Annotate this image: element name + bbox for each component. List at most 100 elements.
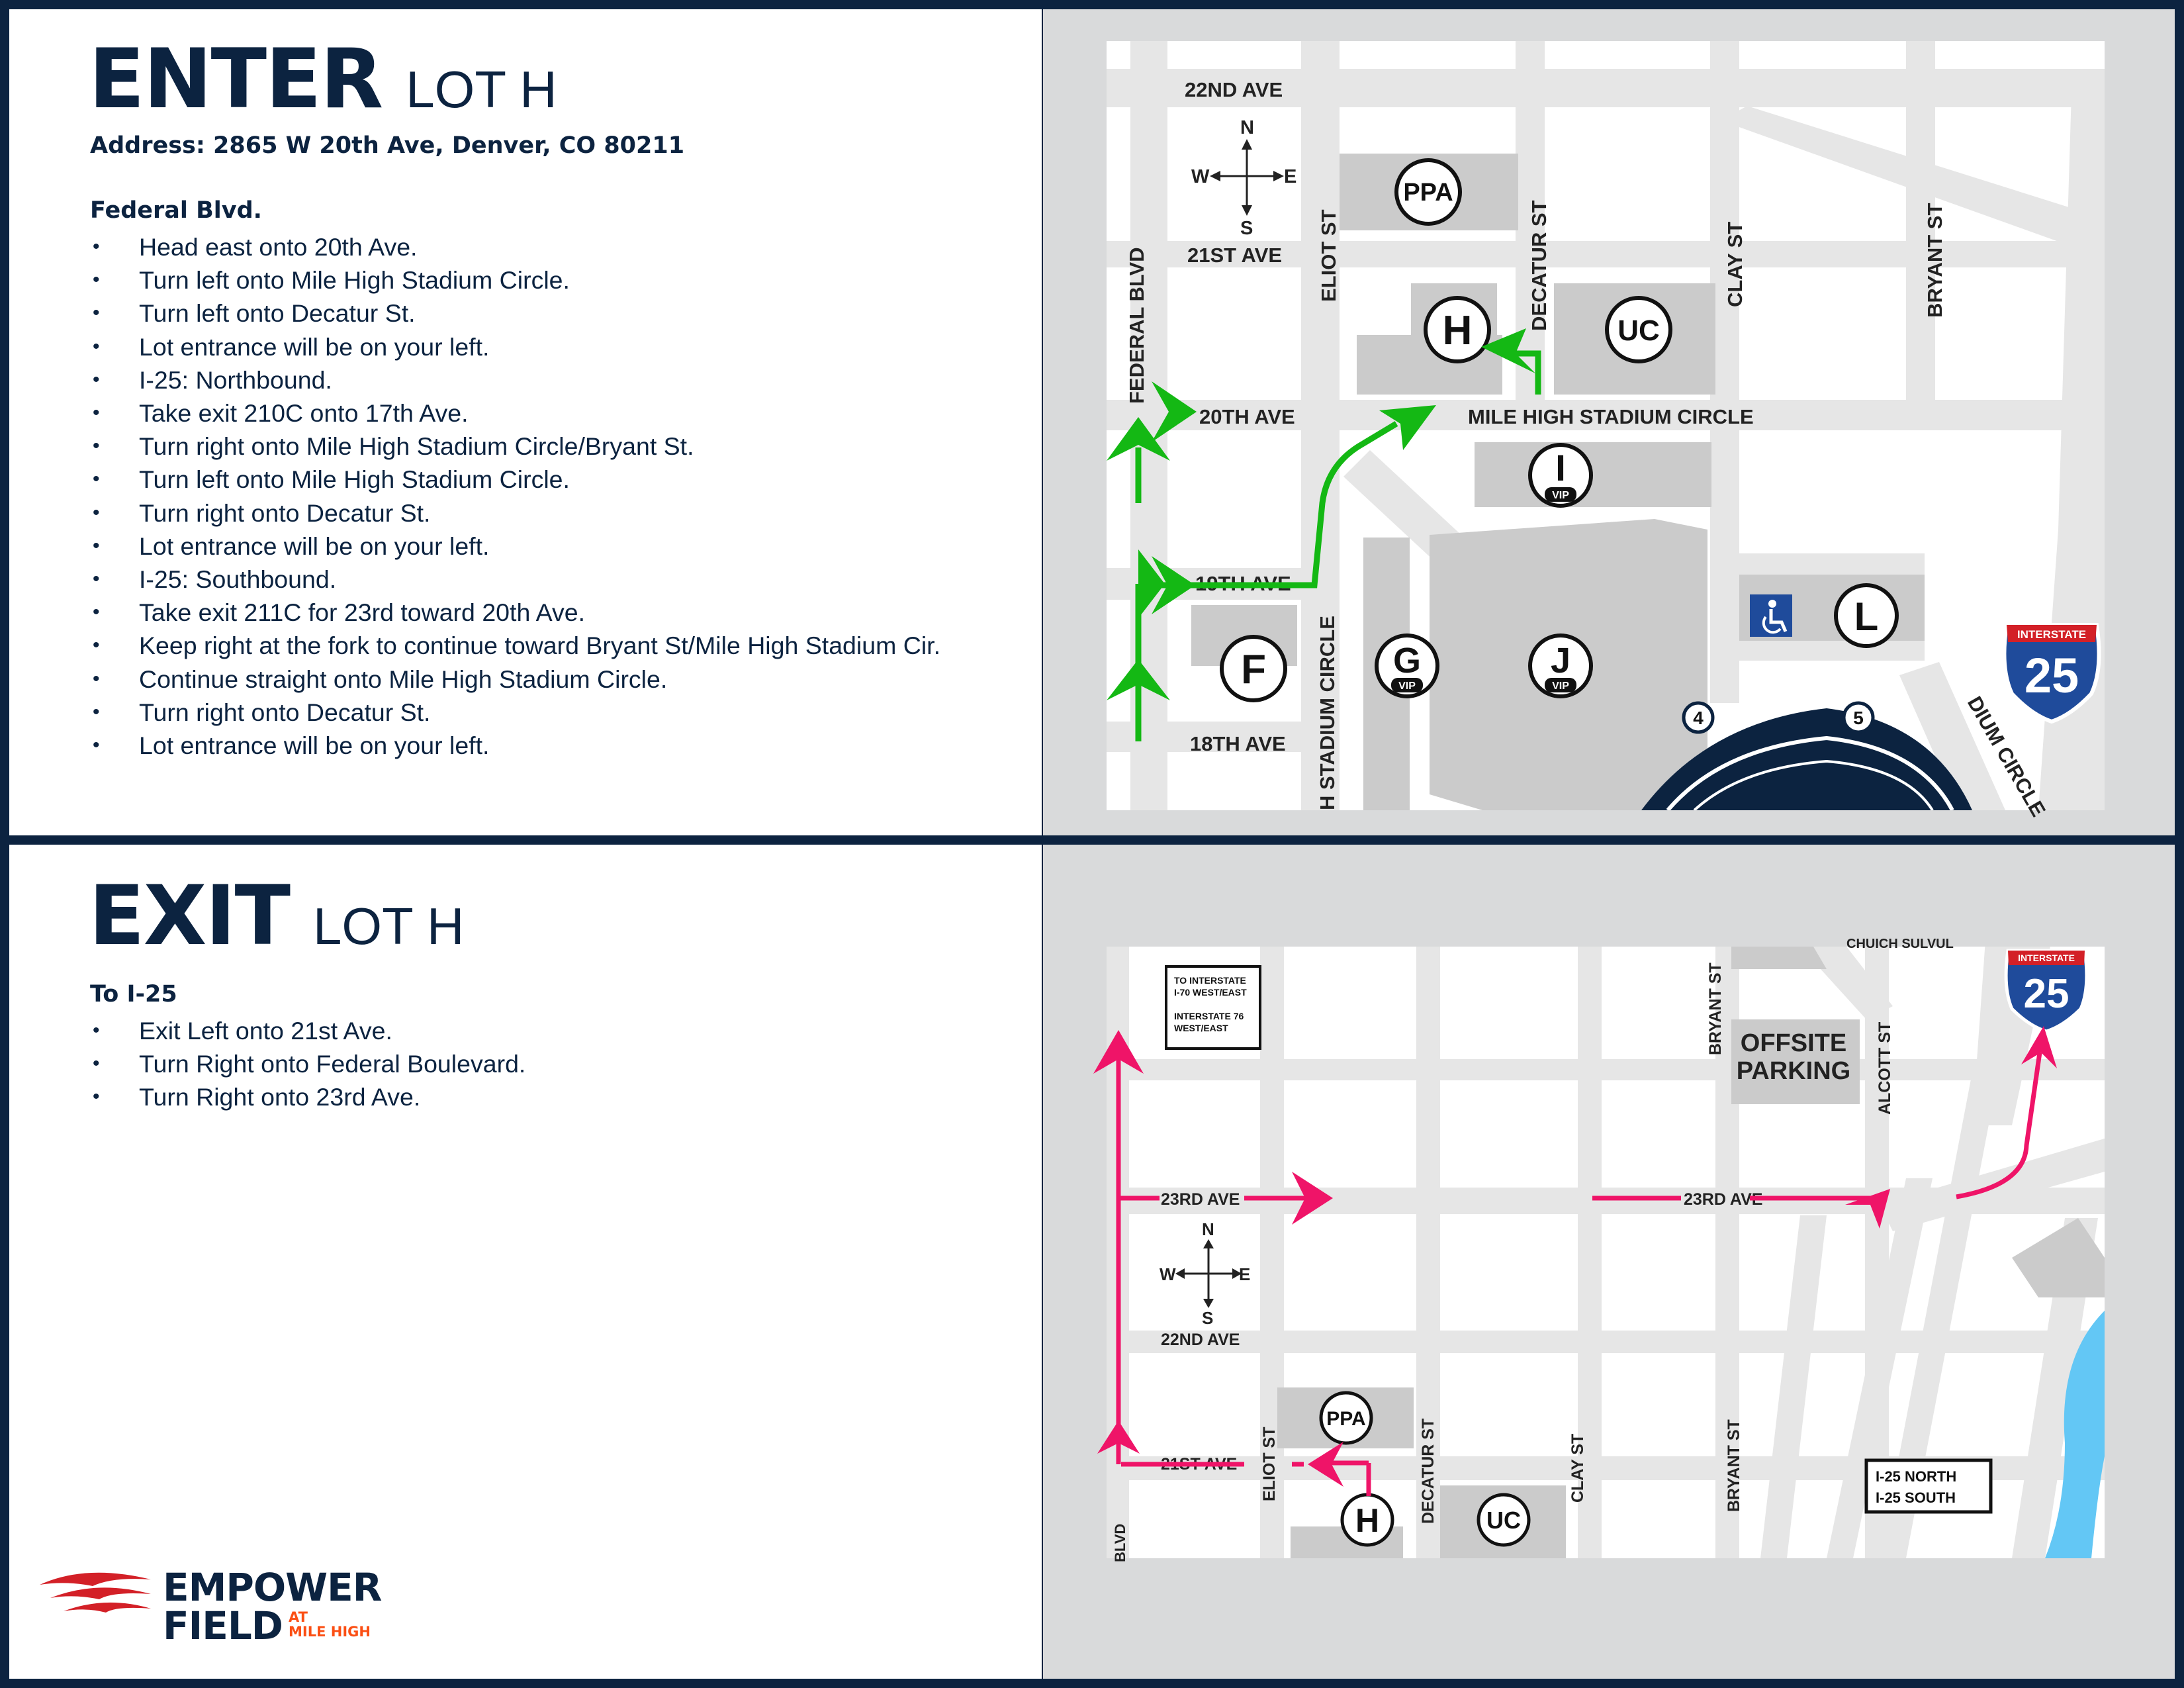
logo-at: AT	[289, 1609, 308, 1625]
svg-text:PARKING: PARKING	[1737, 1057, 1850, 1085]
exit-step: Turn Right onto Federal Boulevard.	[90, 1047, 973, 1080]
svg-text:H: H	[1443, 308, 1473, 353]
street-label: CLAY ST	[1569, 1434, 1587, 1503]
svg-text:INTERSTATE 76: INTERSTATE 76	[1174, 1011, 1244, 1021]
street-label: 22ND AVE	[1185, 78, 1283, 101]
enter-directions-panel: ENTER LOT H Address: 2865 W 20th Ave, De…	[9, 9, 1042, 835]
enter-step: Turn right onto Mile High Stadium Circle…	[90, 430, 973, 463]
svg-text:OFFSITE: OFFSITE	[1741, 1029, 1846, 1057]
street-label: 20TH AVE	[1199, 405, 1295, 428]
enter-step: I-25: Northbound.	[90, 363, 973, 397]
stadium-bowl	[1641, 708, 1972, 810]
svg-text:S: S	[1240, 218, 1253, 239]
flag-stripes-icon	[40, 1572, 151, 1613]
street-label: CHUICH SULVUL	[1846, 937, 1954, 951]
enter-step: Take exit 210C onto 17th Ave.	[90, 397, 973, 430]
street-label: CLAY ST	[1723, 222, 1747, 307]
panel-divider	[0, 835, 2184, 845]
lot-h-marker: H	[1424, 296, 1491, 363]
logo-line-1: EMPOWER	[163, 1565, 382, 1610]
enter-lot-markers: PPA H UC I VIP F	[1220, 158, 1899, 734]
lot-i-marker: I VIP	[1528, 443, 1593, 508]
svg-text:E: E	[1284, 166, 1297, 187]
svg-text:E: E	[1239, 1264, 1250, 1284]
street-label: 22ND AVE	[1161, 1331, 1240, 1349]
lot-ppa-marker: PPA	[1394, 158, 1462, 226]
empower-field-logo: EMPOWER FIELD AT MILE HIGH	[33, 1562, 404, 1648]
street-label: H STADIUM CIRCLE	[1316, 616, 1339, 810]
street-label: ELIOT ST	[1260, 1427, 1279, 1502]
enter-step: Turn left onto Mile High Stadium Circle.	[90, 463, 973, 496]
svg-text:VIP: VIP	[1552, 490, 1569, 501]
svg-text:W: W	[1191, 166, 1210, 187]
svg-text:VIP: VIP	[1552, 680, 1569, 692]
svg-text:F: F	[1241, 647, 1266, 692]
exit-step: Turn Right onto 23rd Ave.	[90, 1080, 973, 1113]
svg-text:H: H	[1355, 1502, 1379, 1539]
logo-line-2: FIELD	[163, 1603, 283, 1648]
exit-title: EXIT	[89, 868, 291, 964]
lot-g-marker: G VIP	[1375, 633, 1439, 698]
street-label: ALCOTT ST	[1876, 1022, 1894, 1115]
compass-rose: N S W E	[1160, 1219, 1250, 1328]
exit-route	[1093, 1026, 2057, 1496]
exit-lot-name: LOT H	[313, 897, 465, 955]
svg-text:TO INTERSTATE: TO INTERSTATE	[1174, 975, 1246, 986]
lot-h-marker: H	[1340, 1493, 1394, 1547]
wheelchair-icon	[1750, 594, 1792, 637]
enter-lot-name: LOT H	[406, 60, 557, 118]
street-label: DECATUR ST	[1527, 200, 1551, 331]
enter-step: Turn left onto Decatur St.	[90, 297, 973, 330]
exit-lot-markers: PPA H UC	[1319, 1391, 1531, 1547]
enter-step: Lot entrance will be on your left.	[90, 330, 973, 363]
svg-text:VIP: VIP	[1398, 680, 1416, 692]
logo-mile-high: MILE HIGH	[289, 1624, 371, 1640]
enter-step: Lot entrance will be on your left.	[90, 729, 973, 762]
enter-step: Continue straight onto Mile High Stadium…	[90, 663, 973, 696]
offsite-parking-label: OFFSITE PARKING	[1737, 1029, 1850, 1085]
svg-text:INTERSTATE: INTERSTATE	[2018, 953, 2075, 963]
street-label: 23RD AVE	[1684, 1190, 1762, 1209]
interstate-shield-icon: INTERSTATE 25	[2002, 623, 2101, 724]
sign-i25-directions: I-25 NORTH I-25 SOUTH	[1864, 1458, 1993, 1514]
enter-step: Lot entrance will be on your left.	[90, 530, 973, 563]
enter-step: Take exit 211C for 23rd toward 20th Ave.	[90, 596, 973, 629]
street-label: 18TH AVE	[1190, 732, 1286, 755]
enter-step: Keep right at the fork to continue towar…	[90, 629, 953, 662]
svg-text:W: W	[1160, 1264, 1176, 1284]
svg-text:25: 25	[2024, 971, 2070, 1017]
svg-text:WEST/EAST: WEST/EAST	[1174, 1023, 1228, 1033]
street-label: BRYANT ST	[1923, 203, 1946, 318]
stadium-seats	[1666, 735, 1954, 810]
svg-text:S: S	[1202, 1308, 1213, 1328]
exit-directions-panel: EXIT LOT H To I-25 Exit Left onto 21st A…	[9, 845, 1042, 1679]
lot-uc-marker: UC	[1605, 296, 1672, 363]
enter-steps-list: Head east onto 20th Ave. Turn left onto …	[90, 230, 973, 762]
enter-step: Head east onto 20th Ave.	[90, 230, 973, 263]
street-label: BRYANT ST	[1706, 962, 1725, 1055]
lot-ppa-marker: PPA	[1319, 1391, 1373, 1445]
street-label: ELIOT ST	[1317, 209, 1340, 302]
sign-to-interstate: TO INTERSTATE I-70 WEST/EAST INTERSTATE …	[1165, 965, 1261, 1050]
svg-text:UC: UC	[1617, 314, 1660, 347]
svg-text:PPA: PPA	[1403, 179, 1453, 207]
svg-text:4: 4	[1693, 708, 1704, 728]
street-label: 23RD AVE	[1161, 1190, 1240, 1209]
exit-map-panel: 23RD AVE 23RD AVE 22ND AVE 21ST AVE ELIO…	[1043, 845, 2175, 1679]
svg-text:I: I	[1555, 447, 1566, 489]
lot-uc-marker: UC	[1477, 1493, 1531, 1547]
street-label: 21ST AVE	[1187, 244, 1282, 267]
svg-text:I-70 WEST/EAST: I-70 WEST/EAST	[1174, 987, 1247, 998]
lot-f-marker: F	[1220, 635, 1287, 702]
street-label: BRYANT ST	[1725, 1419, 1743, 1512]
svg-text:UC: UC	[1486, 1507, 1521, 1534]
svg-text:I-25 SOUTH: I-25 SOUTH	[1876, 1489, 1956, 1506]
enter-map-panel: 22ND AVE 21ST AVE 20TH AVE 19TH AVE 18TH…	[1043, 9, 2175, 835]
enter-step: I-25: Southbound.	[90, 563, 973, 596]
lot-l-marker: L	[1834, 583, 1899, 648]
enter-step: Turn right onto Decatur St.	[90, 496, 973, 530]
svg-text:25: 25	[2025, 648, 2079, 703]
street-label: MILE HIGH STADIUM CIRCLE	[1468, 405, 1754, 428]
svg-text:N: N	[1240, 117, 1254, 138]
